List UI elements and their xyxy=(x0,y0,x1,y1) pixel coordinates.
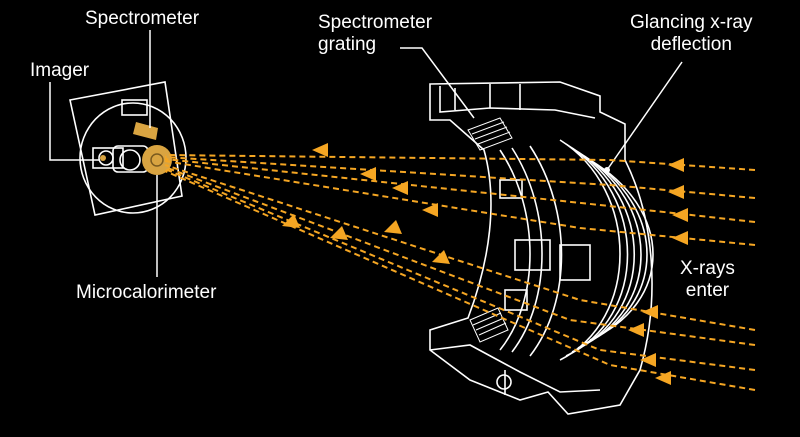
xray-ray xyxy=(164,158,756,223)
focal-plane-plate xyxy=(69,81,183,216)
arrowhead xyxy=(432,250,450,264)
microcalorimeter-aperture xyxy=(150,153,164,167)
arrowhead xyxy=(312,143,328,157)
imager-leader xyxy=(49,82,100,161)
arrowhead xyxy=(392,181,408,195)
mount-foot xyxy=(496,374,512,390)
arrowhead xyxy=(668,185,684,199)
mirror-shell xyxy=(577,151,642,349)
xray-ray xyxy=(164,166,756,346)
xray-paths xyxy=(164,154,756,391)
mirror-shell xyxy=(565,143,629,357)
internal-block xyxy=(504,289,528,311)
microcalorimeter-head xyxy=(142,145,172,175)
glancing-deflection-label: Glancing x-ray deflection xyxy=(630,12,753,55)
top-frame xyxy=(439,86,596,119)
arrowhead xyxy=(672,231,688,245)
arrowhead xyxy=(672,208,688,222)
imager-label: Imager xyxy=(30,60,90,81)
detector-gold-parts xyxy=(100,122,172,175)
detector-assembly xyxy=(69,81,187,216)
spectrometer-window xyxy=(121,99,148,116)
grating-leader xyxy=(400,47,475,119)
support-rib xyxy=(511,147,543,353)
deflection-leader xyxy=(606,61,683,171)
grating-panel-lower xyxy=(469,307,509,343)
arrowhead xyxy=(668,158,684,172)
xray-ray xyxy=(164,168,756,371)
imager-mount xyxy=(119,149,141,171)
spectrometer-label: Spectrometer xyxy=(85,8,200,29)
internal-block xyxy=(499,179,523,199)
xray-arrowheads xyxy=(282,143,688,385)
support-rib xyxy=(499,149,531,351)
deflection-point xyxy=(604,167,610,173)
imager-sensor xyxy=(100,155,106,161)
arrowhead xyxy=(655,371,671,385)
arrowhead xyxy=(282,214,300,228)
support-rib xyxy=(529,145,563,357)
internal-block xyxy=(514,239,551,271)
bottom-frame xyxy=(429,344,601,393)
left-leader-lines xyxy=(49,30,158,277)
right-leader-lines xyxy=(400,47,683,171)
mirror-shell xyxy=(589,159,654,341)
arrowhead xyxy=(642,305,658,319)
imager-body xyxy=(92,147,124,169)
grating-panels xyxy=(467,117,513,343)
spectrometer-grating-label: Spectrometer grating xyxy=(318,12,433,55)
mirror-housing-outline xyxy=(429,81,653,415)
arrowhead xyxy=(330,226,348,240)
arrowhead xyxy=(628,323,644,337)
xray-ray xyxy=(164,160,756,246)
xrays-enter-label: X-rays enter xyxy=(680,258,735,301)
arrowhead xyxy=(384,220,402,234)
xray-ray xyxy=(164,154,756,171)
arrowhead xyxy=(360,167,376,181)
spectrometer-detector xyxy=(133,122,158,140)
arrowhead xyxy=(640,353,656,367)
xray-ray xyxy=(164,164,756,331)
mirror-module xyxy=(429,81,654,415)
arrowhead xyxy=(422,203,438,217)
internal-block xyxy=(559,244,591,281)
xray-ray xyxy=(164,170,756,391)
mirror-shell xyxy=(571,147,636,353)
mirror-shell xyxy=(559,139,621,361)
microcalorimeter-label: Microcalorimeter xyxy=(76,282,217,303)
xray-ray xyxy=(164,156,756,199)
grating-panel-upper xyxy=(467,117,513,151)
